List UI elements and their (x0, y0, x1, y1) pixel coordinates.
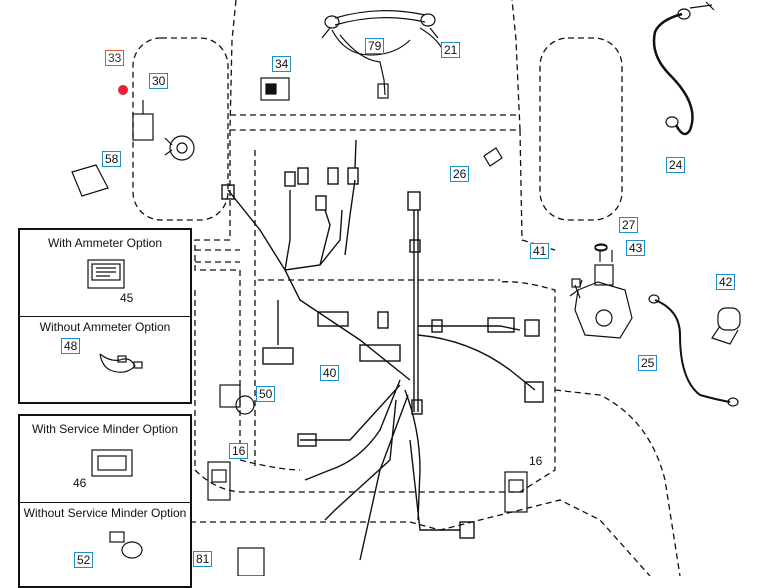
module-81 (237, 547, 265, 576)
service-minder-icon (91, 449, 133, 477)
ammeter-jumper-icon (99, 353, 143, 373)
nut-27 (594, 243, 608, 251)
callout-42[interactable]: 42 (716, 274, 736, 290)
callout-79[interactable]: 79 (365, 38, 385, 54)
callout-30[interactable]: 30 (149, 73, 169, 89)
ammeter-separator (20, 316, 190, 317)
service-minder-jumper-icon (109, 531, 143, 559)
callout-25[interactable]: 25 (638, 355, 658, 371)
without-ammeter-title: Without Ammeter Option (39, 320, 171, 334)
main-harness (221, 139, 544, 561)
ammeter-icon (87, 259, 125, 289)
with-ammeter-title: With Ammeter Option (47, 236, 163, 250)
without-service-minder-title: Without Service Minder Option (23, 506, 187, 520)
relay-50 (219, 384, 255, 415)
callout-26[interactable]: 26 (450, 166, 470, 182)
with-service-minder-title: With Service Minder Option (31, 422, 179, 436)
callout-34[interactable]: 34 (272, 56, 292, 72)
boot-42 (711, 307, 741, 345)
callout-45[interactable]: 45 (120, 291, 134, 305)
callout-24[interactable]: 24 (666, 157, 686, 173)
callout-58[interactable]: 58 (102, 151, 122, 167)
wiring-diagram (71, 0, 741, 576)
callout-46[interactable]: 46 (73, 476, 87, 490)
callout-43[interactable]: 43 (626, 240, 646, 256)
battery-cable-24 (652, 1, 715, 136)
fuse-26 (483, 147, 503, 167)
ammeter-option-box: With Ammeter Option Without Ammeter Opti… (18, 228, 192, 404)
callout-48[interactable]: 48 (61, 338, 81, 354)
selection-marker (118, 85, 128, 95)
callout-33[interactable]: 33 (105, 50, 125, 66)
callout-16a[interactable]: 16 (229, 443, 249, 459)
callout-50[interactable]: 50 (256, 386, 276, 402)
body-outline (132, 0, 681, 576)
ground-cable-25 (648, 294, 739, 407)
callout-40[interactable]: 40 (320, 365, 340, 381)
service-minder-option-box: With Service Minder Option Without Servi… (18, 414, 192, 588)
callout-52[interactable]: 52 (74, 552, 94, 568)
switch-34 (260, 77, 290, 101)
service-minder-separator (20, 502, 190, 503)
headlight-harness (321, 10, 446, 99)
switch-16 (207, 461, 528, 513)
solenoid-43 (569, 244, 633, 339)
cover-58 (71, 164, 109, 197)
callout-16b[interactable]: 16 (529, 454, 543, 468)
ignition-switch-30 (164, 135, 195, 161)
bolt-41 (571, 278, 581, 299)
key-33 (132, 100, 154, 141)
callout-81[interactable]: 81 (193, 551, 213, 567)
callout-27[interactable]: 27 (619, 217, 639, 233)
callout-21[interactable]: 21 (441, 42, 461, 58)
callout-41[interactable]: 41 (530, 243, 550, 259)
